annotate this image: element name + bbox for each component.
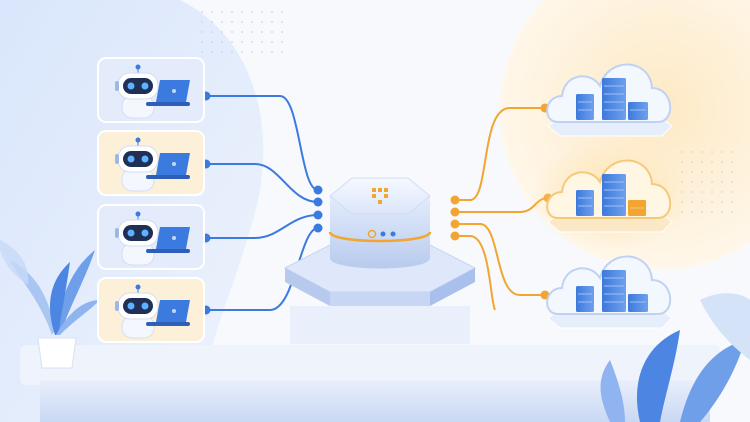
hub-logo-icon: [372, 188, 388, 204]
agent-card-3: [97, 204, 205, 270]
dot-pattern-right: [680, 150, 740, 220]
connection-line-extra: [455, 235, 496, 311]
central-hub: [283, 177, 477, 344]
laptop-icon: [146, 300, 190, 326]
connection-line-agent-3: [206, 214, 319, 239]
connection-line-agent-2: [206, 163, 319, 203]
agent-card-2: [97, 130, 205, 196]
desk-front: [40, 380, 710, 422]
dot-pattern-top: [200, 8, 290, 58]
cloud-card-3: [546, 255, 673, 329]
laptop-icon: [146, 153, 190, 179]
hub-pedestal: [290, 306, 470, 344]
robot-icon: [115, 137, 159, 192]
connection-line-cloud-1: [455, 107, 545, 201]
background-leaf: [0, 240, 29, 285]
robot-icon: [115, 284, 159, 339]
robot-icon: [115, 64, 159, 119]
laptop-icon: [146, 227, 190, 253]
cloud-cards: [530, 63, 690, 329]
agent-card-4: [97, 277, 205, 343]
cloud-card-2: [530, 141, 690, 251]
hub-status-lights: [367, 229, 396, 239]
node-hub-in-4: [313, 223, 323, 233]
laptop-icon: [146, 80, 190, 106]
agent-card-1: [97, 57, 205, 123]
connection-line-agent-1: [206, 95, 319, 191]
left-plant: [10, 250, 100, 369]
server-stack-icon: [576, 174, 646, 216]
node-hub-in-2: [313, 197, 323, 207]
connection-line-cloud-3: [455, 223, 545, 296]
desk-top: [20, 345, 720, 385]
node-hub-in-3: [313, 210, 323, 220]
server-stack-icon: [576, 270, 648, 312]
cloud-card-1: [546, 63, 673, 137]
robot-icon: [115, 211, 159, 266]
right-plant: [600, 293, 750, 422]
agent-cards: [97, 57, 205, 343]
server-stack-icon: [576, 78, 648, 120]
node-hub-in-1: [313, 185, 323, 195]
